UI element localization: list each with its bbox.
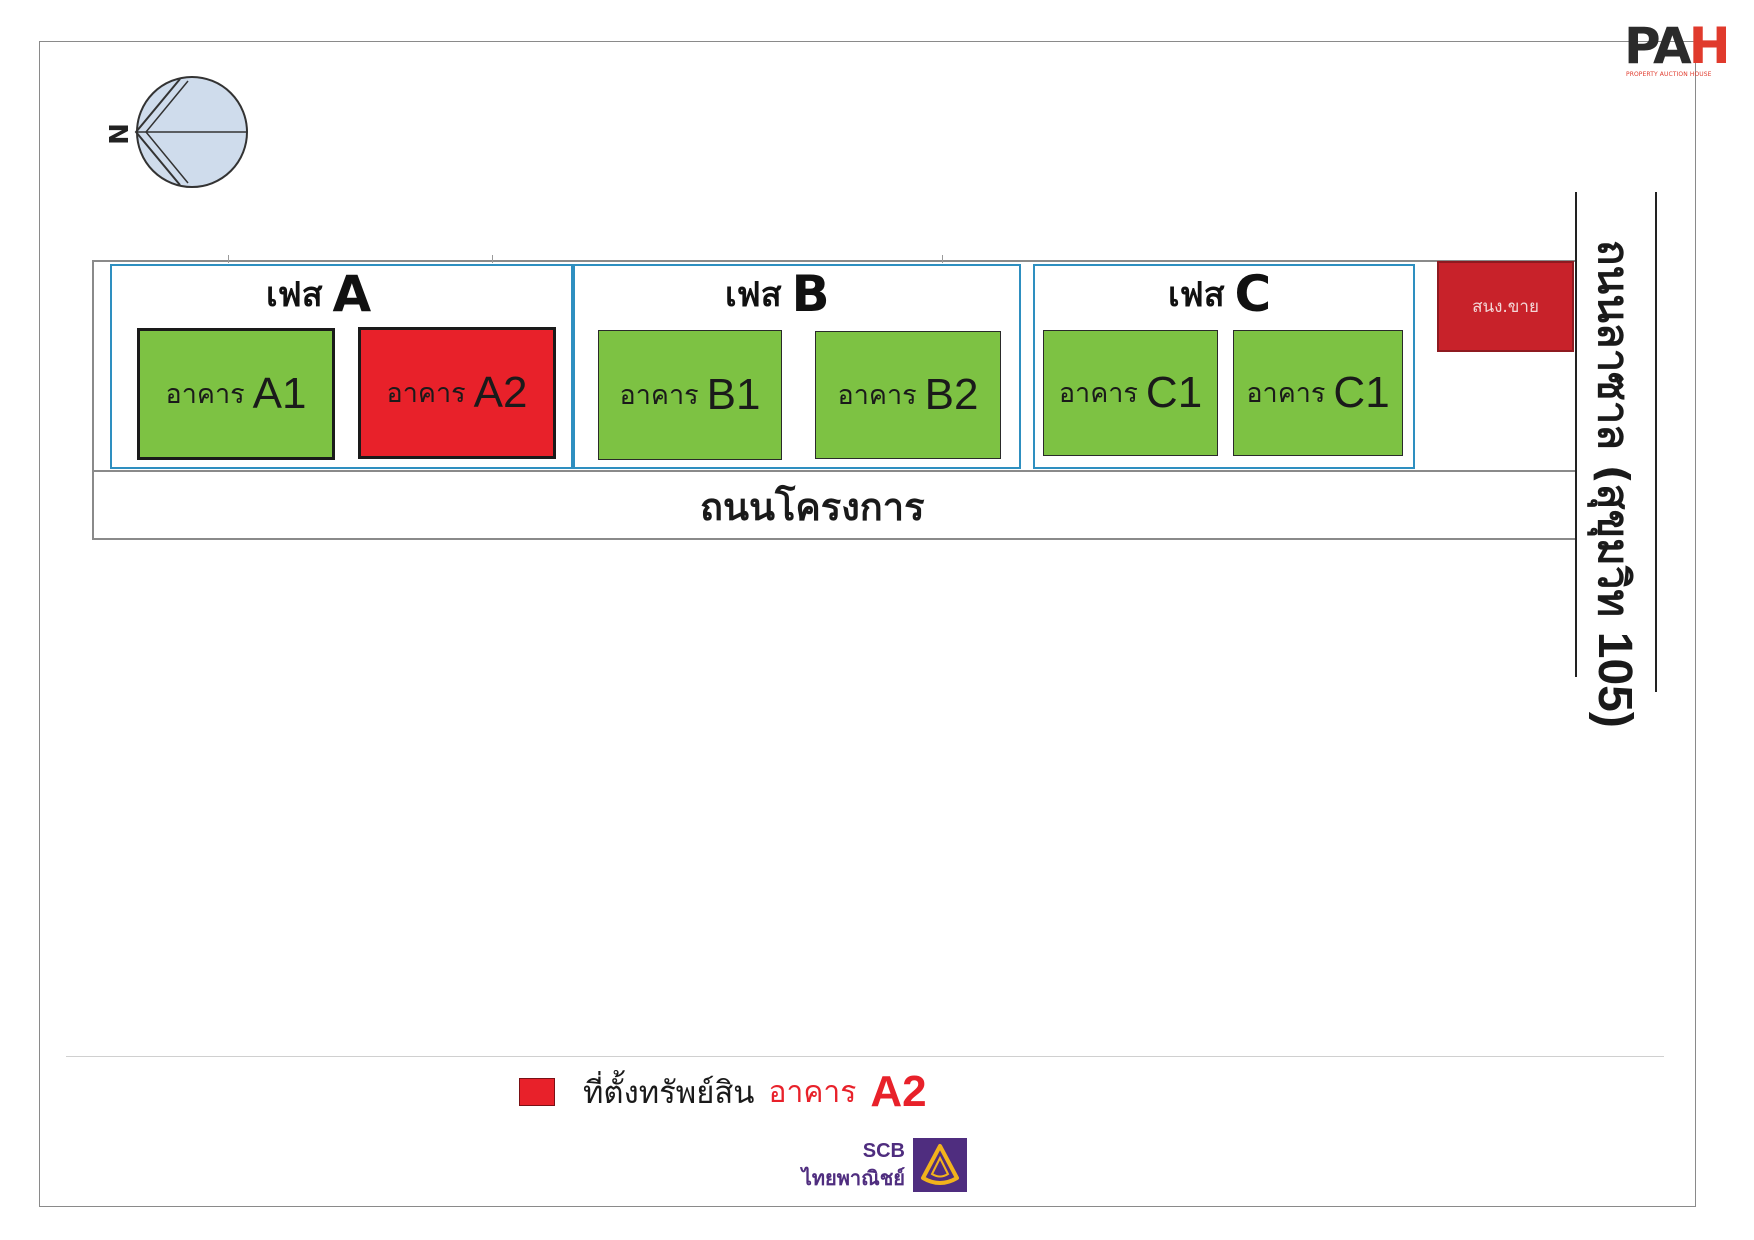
building-label: อาคาร (165, 378, 245, 410)
boundary-tick (228, 255, 229, 263)
logo-h: H (1688, 17, 1731, 75)
legend-text: ที่ตั้งทรัพย์สิน (583, 1075, 755, 1111)
building-label: อาคาร (1246, 377, 1326, 409)
logo-wordmark: PAH (1624, 17, 1731, 75)
phase-b-thai: เฟส (725, 275, 782, 315)
legend-swatch (519, 1078, 555, 1106)
boundary-tick (492, 255, 493, 263)
legend-code: A2 (870, 1067, 927, 1116)
sales-office[interactable]: สนง.ขาย (1437, 261, 1574, 352)
boundary-tick (942, 255, 943, 263)
building-label: อาคาร (837, 379, 917, 411)
building-code: B2 (924, 370, 979, 419)
phase-a-thai: เฟส (266, 275, 323, 315)
project-site-boundary (92, 260, 1576, 540)
logo-subtitle: PROPERTY AUCTION HOUSE (1626, 71, 1712, 78)
pah-logo: PAH PROPERTY AUCTION HOUSE (1624, 20, 1742, 80)
page-frame (39, 41, 1696, 1207)
main-road-edge-right (1655, 192, 1657, 692)
phase-b-letter: B (791, 265, 830, 323)
main-road-number: 105) (1588, 631, 1641, 728)
building-label: อาคาร (1058, 377, 1138, 409)
phase-b-zone (573, 264, 1021, 469)
building-label: อาคาร (386, 377, 466, 409)
scb-name-en: SCB (862, 1140, 905, 1162)
main-road-label: ถนนลาซาล (สุขุมวิท 105) (1580, 240, 1646, 728)
main-road-edge-left (1575, 192, 1577, 677)
north-arrow-icon: N (105, 76, 248, 188)
scb-name-th: ไทยพาณิชย์ (801, 1166, 905, 1190)
building-label: อาคาร (619, 379, 699, 411)
scb-emblem-icon (913, 1138, 967, 1192)
building-code: A2 (473, 368, 528, 417)
main-road-name: ถนนลาซาล (สุขุมวิท (1589, 240, 1638, 618)
building-code: A1 (252, 369, 307, 418)
legend-building: อาคาร (768, 1074, 857, 1110)
phase-c-zone (1033, 264, 1415, 469)
building-code: C1 (1333, 368, 1390, 417)
building-code: C1 (1145, 368, 1203, 417)
project-road-label: ถนนโครงการ (700, 485, 925, 529)
legend: ที่ตั้งทรัพย์สิน อาคาร A2 (519, 1067, 927, 1116)
scb-logo: SCB ไทยพาณิชย์ (795, 1138, 967, 1192)
logo-pa: PA (1624, 17, 1692, 75)
phase-a-zone (110, 264, 573, 469)
building-code: B1 (706, 370, 761, 419)
phase-c-thai: เฟส (1168, 275, 1225, 315)
project-road-edge (92, 470, 1576, 472)
phase-c-letter: C (1234, 265, 1272, 323)
phase-a-letter: A (332, 265, 372, 323)
footer-divider (66, 1056, 1664, 1057)
north-label: N (105, 123, 135, 145)
